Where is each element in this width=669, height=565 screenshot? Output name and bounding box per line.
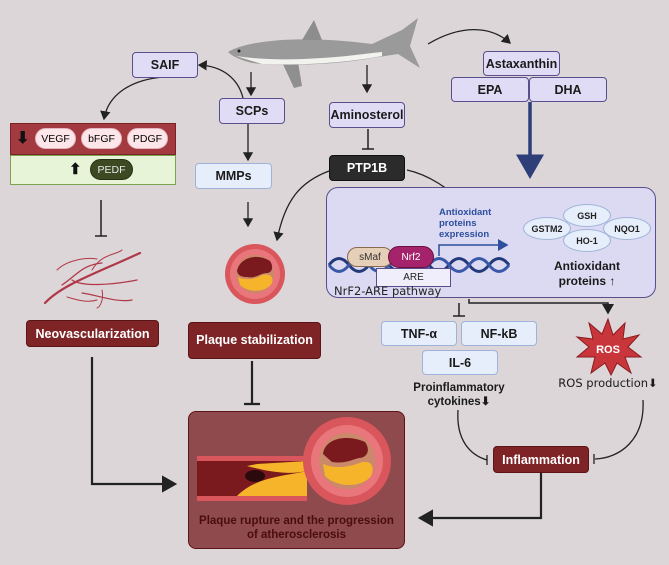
arrow-neovasc-final [90,357,178,493]
astaxanthin-node: Astaxanthin [483,51,560,76]
ros-burst-icon: ROS [575,317,643,377]
inhibit-panel-cytokines [453,303,465,317]
arrow-scps-saif [197,60,244,99]
plaque-stabilization-node: Plaque stabilization [188,322,321,359]
shark-icon [228,18,420,88]
dha-node: DHA [529,77,607,102]
blood-vessels-icon [43,249,142,309]
inhibit-stab-final [244,361,260,406]
gsh-protein: GSH [563,204,611,227]
gstm2-protein: GSTM2 [523,217,571,240]
bfgf-pill: bFGF [81,128,122,149]
arrow-saif-gf [100,76,164,121]
inhibit-ros-inflammation [593,399,644,464]
aminosterol-node: Aminosterol [329,102,405,128]
up-arrow-icon: ⬆ [69,161,82,178]
stable-plaque-icon [225,244,285,304]
nqo1-protein: NQO1 [603,217,651,240]
final-outcome-label: Plaque rupture and the progression of at… [199,515,394,541]
scps-node: SCPs [219,98,285,124]
ptp1b-node: PTP1B [329,155,405,181]
expression-label: Antioxidant proteins expression [439,207,492,240]
neovascularization-node: Neovascularization [26,320,159,347]
inflammation-node: Inflammation [493,446,589,473]
final-outcome-panel: Plaque rupture and the progression of at… [188,411,405,549]
pedf-pill: PEDF [90,159,133,180]
pdgf-pill: PDGF [127,128,168,149]
nrf2-protein: Nrf2 [388,246,434,268]
smaf-protein: sMaf [347,247,393,267]
cytokines-label: Proinflammatory cytokines⬇ [413,382,505,408]
inhibit-gf-neovasc [95,200,107,237]
expression-arrow [438,239,509,256]
ros-badge-text: ROS [596,344,620,356]
arrow-shark-astaxanthin [427,28,511,45]
nrf2-are-panel: sMaf Nrf2 ARE NrF2-ARE pathway Antioxida… [326,187,656,298]
down-arrow-icon: ⬇ [16,130,30,147]
panel-branch-line [468,299,614,315]
epa-node: EPA [451,77,529,102]
nfkb-node: NF-kB [461,321,537,346]
are-element: ARE [376,268,451,287]
arrow-ptp1b-plaque [273,170,330,242]
tnf-alpha-node: TNF-α [381,321,457,346]
vegf-pill: VEGF [35,128,76,149]
artery-rupture-icon [197,417,391,505]
saif-node: SAIF [132,52,198,78]
arrow-inflammation-final [417,473,543,527]
downregulated-factors-row: ⬇ VEGF bFGF PDGF [10,123,176,155]
ros-production-label: ROS production⬇ [558,376,658,390]
ho1-protein: HO-1 [563,229,611,252]
inhibit-aminosterol-ptp1b [362,129,374,150]
antioxidant-proteins-label: Antioxidant proteins ↑ [554,259,620,288]
mmps-node: MMPs [195,163,272,189]
upregulated-factors-row: ⬆ PEDF [10,155,176,185]
il6-node: IL-6 [422,350,498,375]
inhibit-cytokines-inflammation [457,409,488,465]
pathway-label: NrF2-ARE pathway [334,284,442,298]
